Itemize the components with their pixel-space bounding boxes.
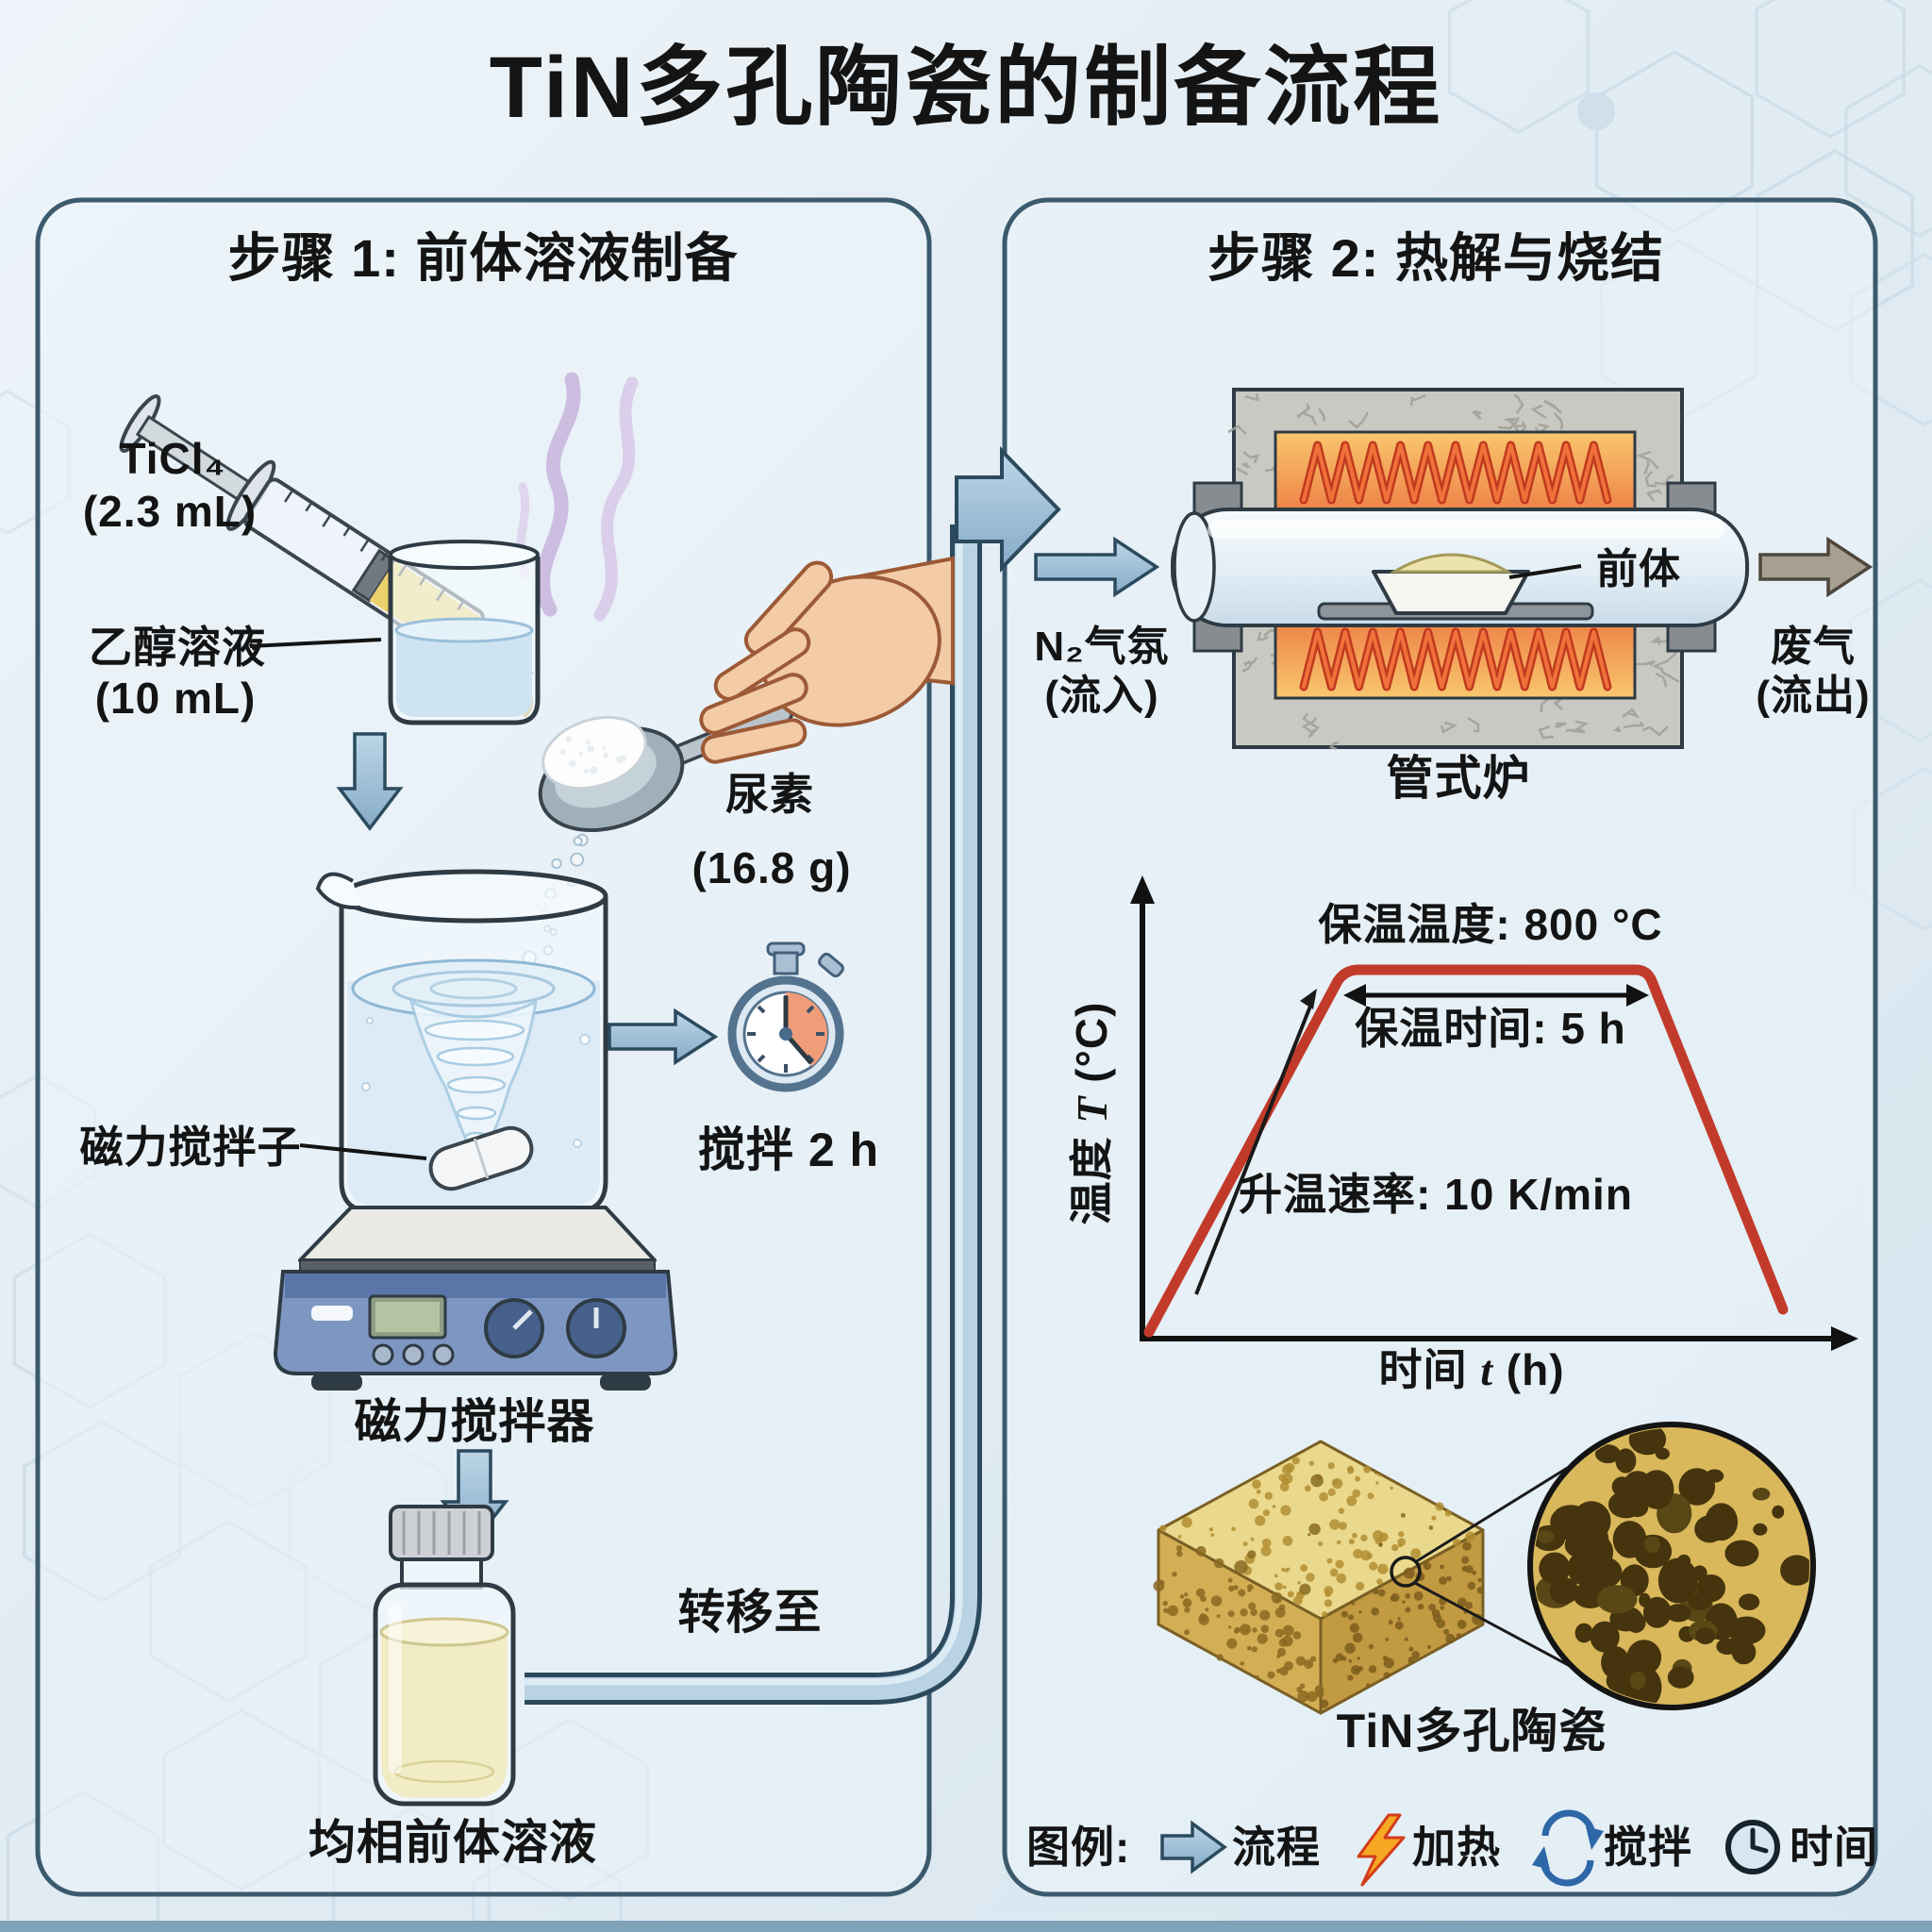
furnace-label: 管式炉 <box>1386 752 1531 805</box>
step2-header: 步骤 2: 热解与烧结 <box>1208 228 1664 288</box>
temperature-curve <box>1143 964 1789 1338</box>
chart-x-axis-label: 时间 t (h) <box>1378 1345 1565 1394</box>
ramp-annotation-arrow <box>1194 1003 1313 1295</box>
legend-item-stir: 搅拌 <box>1604 1823 1692 1872</box>
legend-title: 图例: <box>1026 1823 1131 1872</box>
mixing-beaker <box>315 869 608 1214</box>
temperature-profile-chart <box>1130 875 1858 1351</box>
stirrer-label: 磁力搅拌器 <box>354 1395 595 1448</box>
zoom-marker-circle <box>1390 1556 1422 1588</box>
legend-item-flow: 流程 <box>1232 1823 1321 1872</box>
tin-porous-ceramic <box>1153 1422 1816 1715</box>
product-label: TiN多孔陶瓷 <box>1336 1705 1607 1757</box>
n2-label-line2: (流入) <box>1044 673 1159 719</box>
ticl4-label: TiCl₄ <box>119 434 226 483</box>
down-arrow-icon <box>336 732 404 831</box>
precursor-pointer-line <box>1508 564 1582 579</box>
urea-label: 尿素 <box>725 770 814 819</box>
flow-arrow-icon <box>1160 1820 1227 1874</box>
hold-temp-annotation: 保温温度: 800 °C <box>1318 900 1663 949</box>
tube-furnace <box>1034 388 1874 751</box>
legend-icons <box>1160 1809 1780 1887</box>
transfer-label: 转移至 <box>677 1586 823 1639</box>
hold-time-annotation: 保温时间: 5 h <box>1355 1004 1626 1053</box>
right-arrow-icon <box>608 1008 719 1066</box>
chart-y-axis-label: 温度 T (°C) <box>1067 1001 1117 1225</box>
clock-icon <box>1725 1820 1780 1874</box>
ethanol-pointer-line <box>249 638 382 648</box>
precursor-powder <box>1389 553 1513 574</box>
stopwatch-icon <box>727 941 844 1092</box>
precursor-label: 前体 <box>1596 546 1681 592</box>
transfer-pipe <box>525 446 1061 1705</box>
small-beaker <box>388 540 541 725</box>
gas-out-arrow-icon <box>1758 536 1874 598</box>
exhaust-label-line2: (流出) <box>1756 673 1871 719</box>
ethanol-amount: (10 mL) <box>94 674 257 723</box>
stir-time-label: 搅拌 2 h <box>697 1124 880 1176</box>
crucible-boat <box>1372 570 1530 615</box>
hexagon-dot-decoration <box>1577 92 1615 130</box>
legend-item-time: 时间 <box>1790 1823 1878 1872</box>
stirbar-label: 磁力搅拌子 <box>79 1123 302 1172</box>
stirbar-pointer-line <box>299 1143 427 1160</box>
ramp-rate-annotation: 升温速率: 10 K/min <box>1239 1170 1633 1219</box>
urea-amount: (16.8 g) <box>691 843 852 892</box>
n2-label-line1: N₂气氛 <box>1034 624 1170 670</box>
stir-bar <box>428 1125 534 1191</box>
exhaust-label-line1: 废气 <box>1771 624 1856 670</box>
precursor-bottle <box>373 1505 516 1807</box>
page-title: TiN多孔陶瓷的制备流程 <box>489 40 1443 136</box>
lightning-icon <box>1357 1813 1406 1887</box>
magnetic-stirrer <box>273 1206 678 1391</box>
ticl4-amount: (2.3 mL) <box>82 487 258 536</box>
pipe-arrowhead-icon <box>955 446 1061 573</box>
ethanol-label: 乙醇溶液 <box>89 623 266 672</box>
bottom-edge-bar <box>0 1921 1932 1932</box>
gas-in-arrow-icon <box>1034 536 1160 598</box>
legend-item-heat: 加热 <box>1412 1823 1501 1872</box>
bottle-label: 均相前体溶液 <box>308 1816 597 1869</box>
step1-header: 步骤 1: 前体溶液制备 <box>227 228 739 288</box>
